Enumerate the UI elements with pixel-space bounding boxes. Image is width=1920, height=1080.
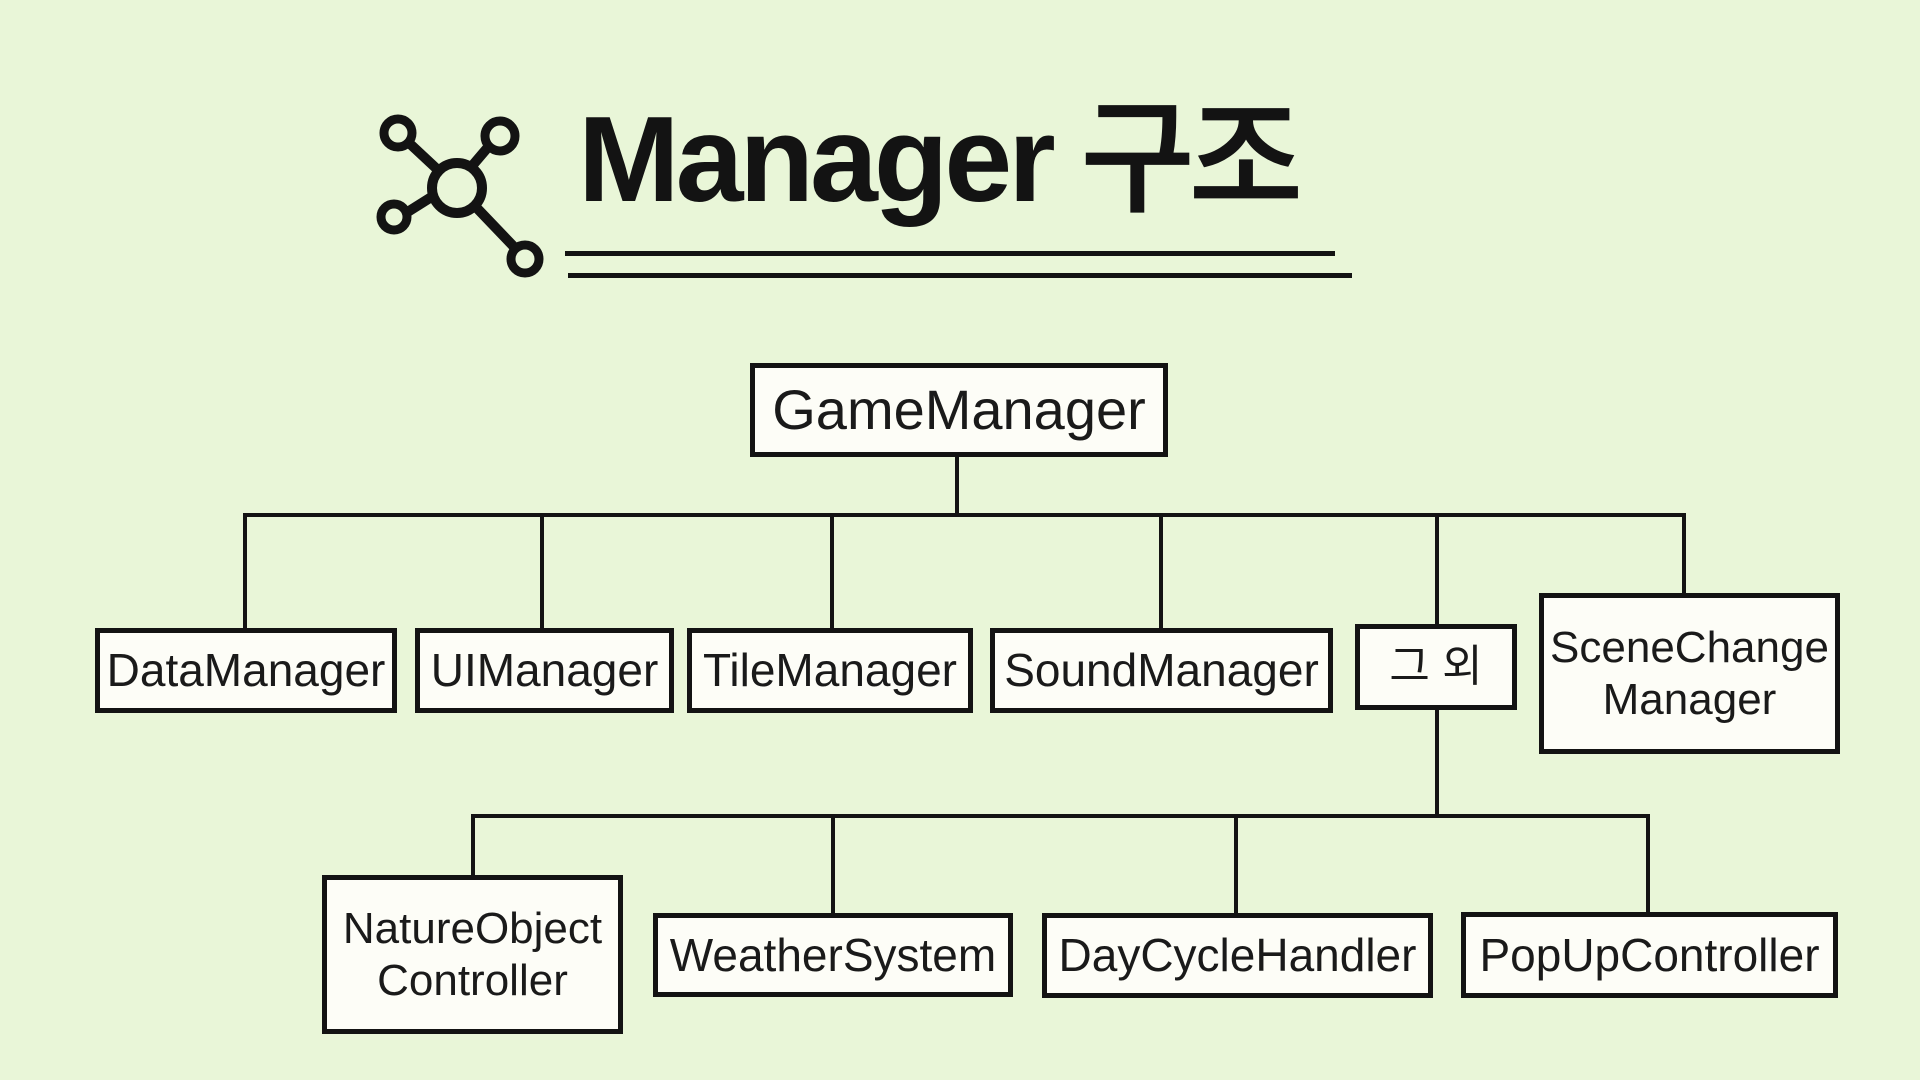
node-etc-label: 그 외 (1389, 642, 1483, 692)
node-natureobjectcontroller-label: NatureObject Controller (342, 903, 603, 1005)
node-tilemanager: TileManager (687, 628, 973, 713)
page-title: Manager 구조 (578, 91, 1302, 227)
node-soundmanager: SoundManager (990, 628, 1333, 713)
connector-root-drop (955, 457, 959, 517)
node-gamemanager-label: GameManager (772, 377, 1146, 441)
node-scenechangemanager: SceneChange Manager (1539, 593, 1840, 754)
node-etc: 그 외 (1355, 624, 1517, 710)
connector-drop-datamanager (243, 514, 247, 630)
node-natureobjectcontroller: NatureObject Controller (322, 875, 623, 1034)
node-scenechangemanager-label: SceneChange Manager (1550, 622, 1829, 724)
node-daycyclehandler: DayCycleHandler (1042, 913, 1433, 998)
node-datamanager-label: DataManager (106, 644, 386, 697)
connector-drop-natureobject (471, 815, 475, 877)
network-hub-icon (376, 114, 544, 278)
node-weathersystem-label: WeatherSystem (669, 928, 997, 981)
connector-drop-weathersystem (831, 815, 835, 915)
node-daycyclehandler-label: DayCycleHandler (1058, 929, 1417, 982)
connector-rail-level2 (243, 513, 1686, 517)
node-weathersystem: WeatherSystem (653, 913, 1013, 997)
node-soundmanager-label: SoundManager (1004, 644, 1319, 697)
connector-drop-popupcontroller (1646, 815, 1650, 914)
title-underline-bottom (568, 273, 1352, 278)
title-underline-top (565, 251, 1335, 256)
node-popupcontroller: PopUpController (1461, 912, 1838, 998)
node-tilemanager-label: TileManager (703, 644, 957, 697)
connector-drop-scenechange (1682, 514, 1686, 595)
node-popupcontroller-label: PopUpController (1479, 928, 1820, 981)
node-datamanager: DataManager (95, 628, 397, 713)
connector-rail-level3 (471, 814, 1650, 818)
connector-drop-soundmanager (1159, 514, 1163, 630)
node-uimanager: UIManager (415, 628, 674, 713)
node-gamemanager: GameManager (750, 363, 1168, 457)
connector-drop-etc (1435, 514, 1439, 626)
connector-drop-daycyclehandler (1234, 815, 1238, 915)
connector-drop-uimanager (540, 514, 544, 630)
connector-drop-tilemanager (830, 514, 834, 630)
node-uimanager-label: UIManager (430, 644, 659, 697)
connector-etc-drop (1435, 708, 1439, 816)
